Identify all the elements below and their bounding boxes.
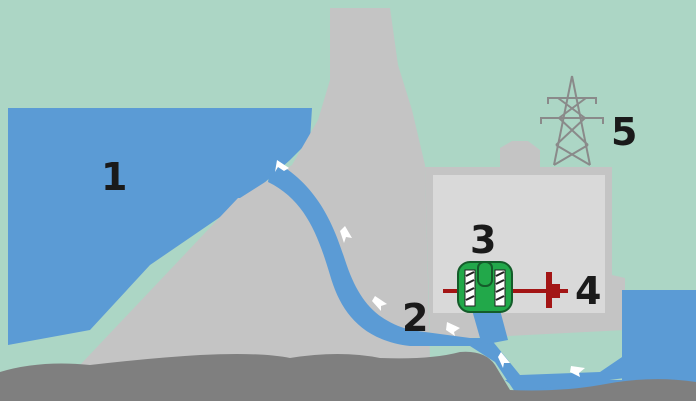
label-penstock: 2 <box>402 296 429 340</box>
penstock <box>268 160 625 392</box>
bedrock <box>0 351 696 401</box>
flow-arrow-icon <box>275 160 289 172</box>
label-turbine: 3 <box>470 218 497 262</box>
flow-arrows <box>275 160 585 377</box>
flow-arrow-icon <box>498 352 510 368</box>
dam-slope <box>80 198 420 365</box>
powerhouse-roof <box>500 141 540 168</box>
turbine-outflow <box>472 310 508 345</box>
flow-arrow-icon <box>446 322 460 336</box>
label-reservoir: 1 <box>101 155 128 199</box>
transmission-tower-icon <box>540 75 604 166</box>
turbine-icon <box>457 261 513 313</box>
flow-arrow-icon <box>372 296 387 311</box>
label-transmission: 5 <box>611 110 638 154</box>
flow-arrow-icon <box>340 226 352 243</box>
label-generator: 4 <box>575 269 602 313</box>
flow-arrow-icon <box>570 366 585 377</box>
reservoir-water <box>8 108 312 345</box>
tailwater <box>505 290 696 392</box>
